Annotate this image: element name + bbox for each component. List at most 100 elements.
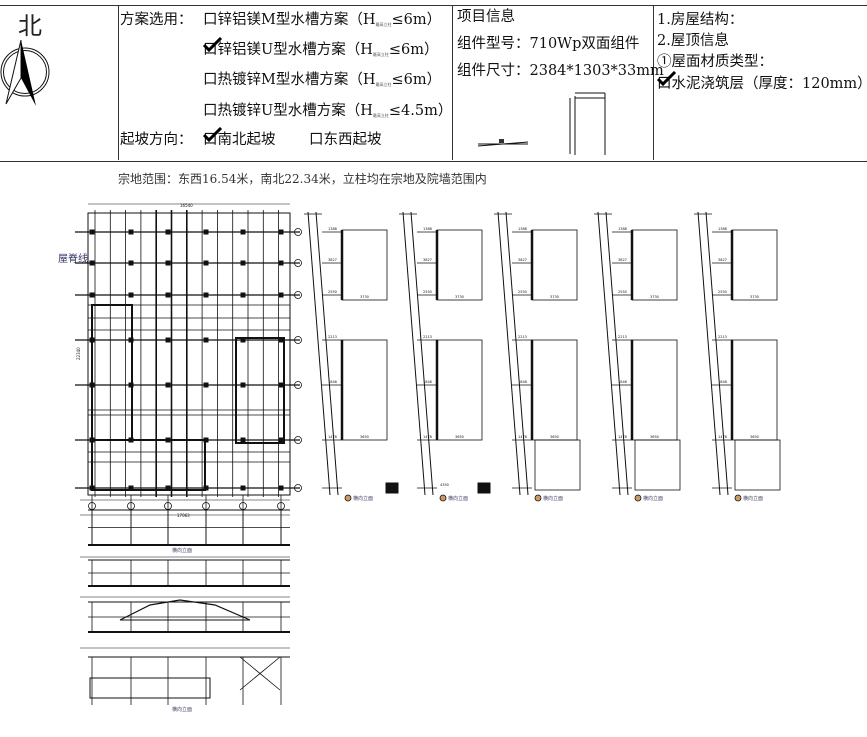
column-mark [89, 260, 95, 266]
module-model: 组件型号：710Wp双面组件 [457, 36, 640, 52]
opening-outline [235, 337, 285, 444]
project-title: 项目信息 [457, 9, 515, 25]
panel-outline [531, 229, 578, 301]
panel-outline [734, 439, 781, 491]
north-label: 北 [18, 12, 42, 40]
column-mark [89, 292, 95, 298]
limit: ≤6m） [388, 42, 439, 58]
column-mark [278, 382, 284, 388]
dimension-label: 3827 [518, 258, 527, 262]
slope-option-ew[interactable]: 口东西起坡 [309, 132, 382, 148]
truss-line [119, 599, 251, 621]
limit: ≤4.5m） [388, 103, 453, 119]
side-elevation-label: 横向立面 [543, 495, 563, 502]
panel-outline [631, 229, 678, 301]
dimension-label: 1478 [518, 435, 527, 439]
limit: ≤6m） [391, 72, 442, 88]
dimension-label: 1478 [423, 435, 432, 439]
plan-view [75, 203, 302, 545]
column-mark [203, 292, 209, 298]
column-mark [278, 260, 284, 266]
axis-circle [734, 494, 742, 502]
column-mark [203, 260, 209, 266]
dimension-label: 3650 [750, 435, 759, 439]
dimension-label: 3730 [550, 295, 559, 299]
column-mark [128, 292, 134, 298]
plan-depth-dim: 22340 [76, 347, 81, 360]
axis-circle [344, 494, 352, 502]
post-line [410, 211, 434, 496]
scheme-option-text: 口锌铝镁U型水槽方案（H [203, 42, 373, 58]
dimension-label: 1478 [718, 435, 727, 439]
divider [118, 5, 119, 160]
dimension-label: 3827 [423, 258, 432, 262]
post-line [597, 211, 621, 496]
dimension-label: 1846 [618, 380, 627, 384]
dimension-label: 2213 [718, 335, 727, 339]
axis-circle [294, 291, 302, 299]
column-mark [240, 292, 246, 298]
side-elevation-label: 横向立面 [353, 495, 373, 502]
material-type: ①屋面材质类型： [657, 54, 773, 70]
limit: ≤6m） [391, 12, 442, 28]
dimension-label: 2213 [328, 335, 337, 339]
column-mark [278, 485, 284, 491]
foundation-block [385, 482, 399, 494]
dimension-label: 3827 [618, 258, 627, 262]
axis-circle [294, 259, 302, 267]
dimension-label: 3650 [360, 435, 369, 439]
checkmark-icon [203, 127, 223, 143]
dimension-label: 1478 [328, 435, 337, 439]
checkmark-icon [657, 71, 677, 87]
header-table [0, 5, 867, 162]
panel-outline [631, 339, 678, 441]
panel-outline [341, 339, 388, 441]
dimension-label: 1388 [618, 227, 627, 231]
dimension-label: 2213 [518, 335, 527, 339]
elevation-label: 横向立面 [172, 706, 192, 713]
post-line [697, 211, 721, 496]
post-line [307, 211, 331, 496]
dimension-label: 3730 [750, 295, 759, 299]
panel-outline [341, 229, 388, 301]
roof-info: 2.屋顶信息 [657, 33, 729, 49]
axis-circle [634, 494, 642, 502]
dimension-label: 3730 [360, 295, 369, 299]
column-mark [240, 382, 246, 388]
dimension-label: 1846 [328, 380, 337, 384]
panel-outline [634, 439, 681, 491]
slope-label: 起坡方向： [120, 132, 193, 148]
dimension-label: 1478 [618, 435, 627, 439]
column-mark [128, 260, 134, 266]
column-mark [89, 229, 95, 235]
post-line [402, 211, 426, 496]
panel-outline [531, 339, 578, 441]
dimension-label: 1388 [328, 227, 337, 231]
post-line [497, 211, 521, 496]
column-mark [240, 437, 246, 443]
column-mark [203, 382, 209, 388]
axis-circle [294, 228, 302, 236]
dimension-label: 1388 [518, 227, 527, 231]
post-line [605, 211, 629, 496]
axis-circle [439, 494, 447, 502]
side-elevation-label: 横向立面 [448, 495, 468, 502]
column-mark [165, 382, 171, 388]
axis-circle [294, 381, 302, 389]
scheme-option-text: 口热镀锌U型水槽方案（H [203, 103, 373, 119]
opening-outline [91, 439, 206, 491]
dimension-label: 3650 [650, 435, 659, 439]
scheme-option-text: 口锌铝镁M型水槽方案（H [203, 12, 376, 28]
dimension-label: 2550 [618, 290, 627, 294]
panel-outline [731, 339, 778, 441]
column-mark [240, 229, 246, 235]
dimension-label: 1846 [423, 380, 432, 384]
material-option[interactable]: 口水泥浇筑层（厚度：120mm） [657, 76, 867, 92]
axis-circle [294, 484, 302, 492]
post-line [315, 211, 339, 496]
dimension-label: 2213 [618, 335, 627, 339]
module-size: 组件尺寸：2384*1303*33mm [457, 63, 664, 79]
post-line [505, 211, 529, 496]
column-mark [278, 437, 284, 443]
